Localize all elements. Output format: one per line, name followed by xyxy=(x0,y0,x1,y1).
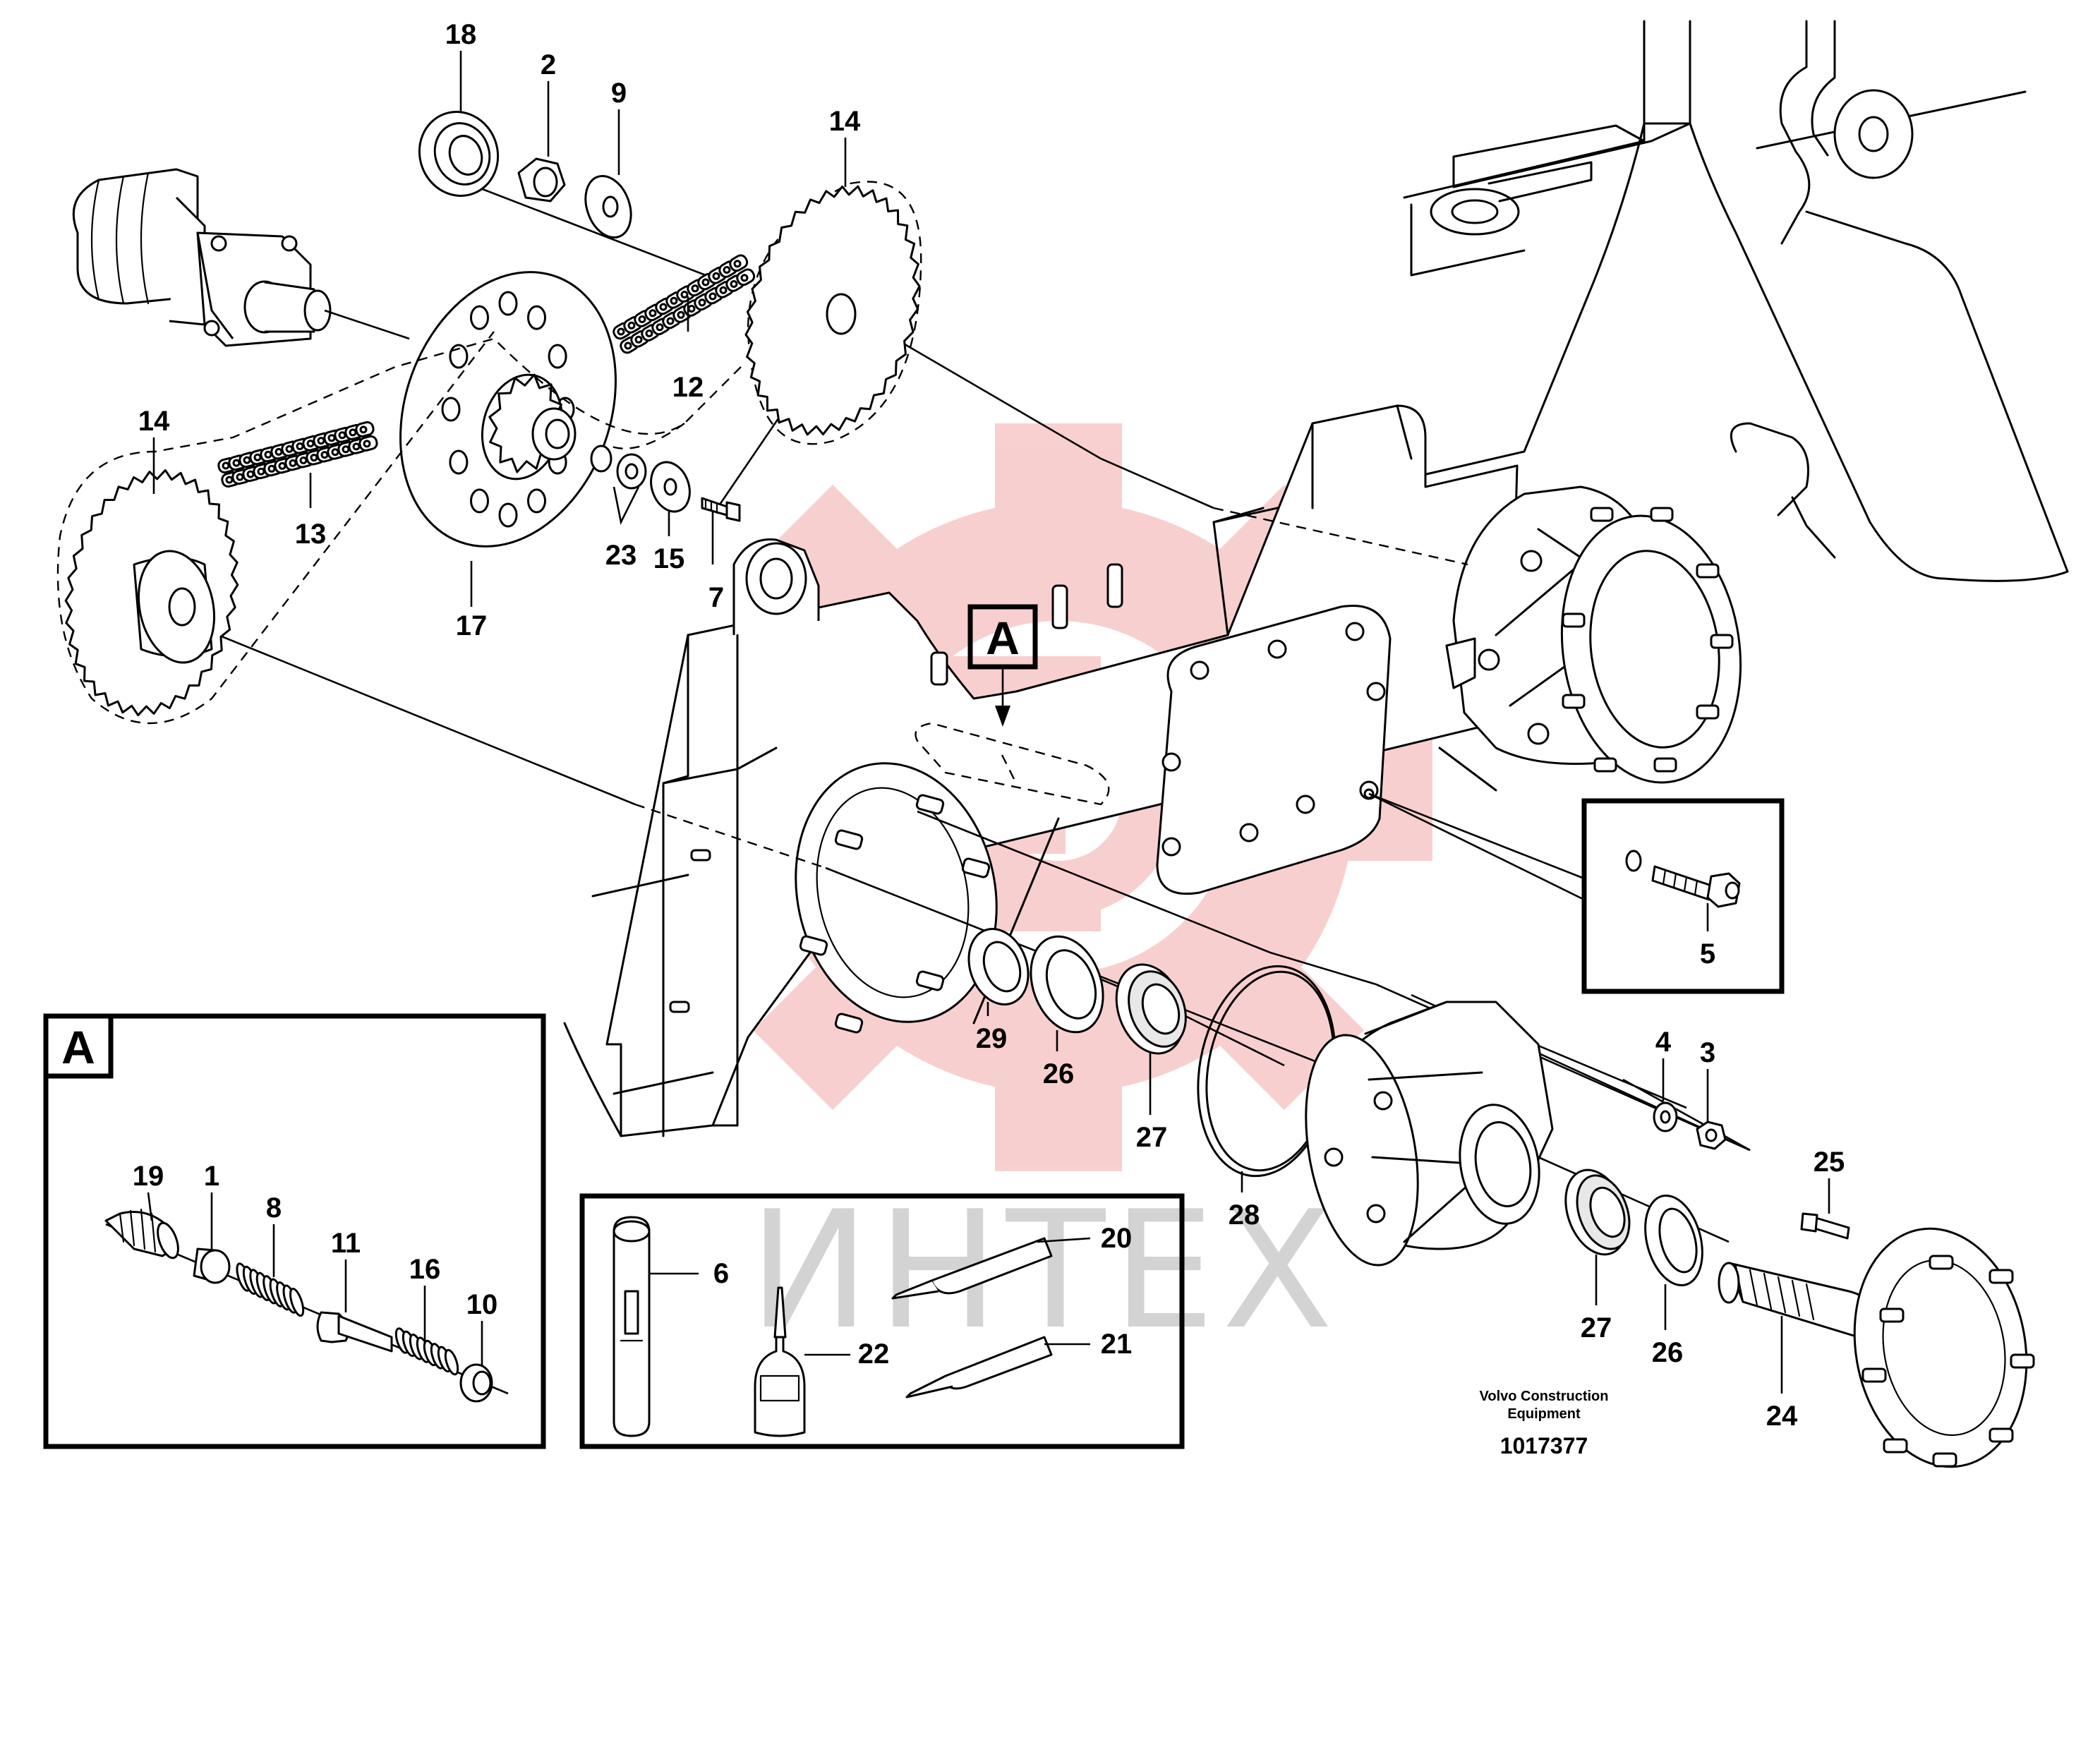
callout-leaders xyxy=(152,51,1830,1394)
callout-22: 22 xyxy=(858,1339,890,1370)
callout-27-left: 27 xyxy=(1136,1122,1168,1153)
callout-21: 21 xyxy=(1101,1329,1133,1360)
callout-23: 23 xyxy=(605,540,637,571)
callout-17: 17 xyxy=(456,610,488,641)
credit-line-2: Equipment xyxy=(1507,1406,1581,1422)
housing-studs xyxy=(669,794,991,1034)
callout-14-upper: 14 xyxy=(829,106,861,137)
detail-a-box-label: A xyxy=(61,1021,95,1073)
lubricants-box xyxy=(579,1193,1185,1449)
seal-18 xyxy=(418,111,500,197)
detail-a-callout-label: A xyxy=(986,612,1020,664)
bolt-25 xyxy=(1800,1212,1850,1240)
housing-lug xyxy=(732,538,820,635)
callout-4: 4 xyxy=(1655,1027,1672,1058)
inspection-cover xyxy=(1156,605,1392,895)
callout-29: 29 xyxy=(976,1023,1008,1054)
detail-5-box xyxy=(1368,792,1785,994)
callout-9: 9 xyxy=(611,78,627,109)
callout-5: 5 xyxy=(1700,938,1715,969)
chain-13 xyxy=(217,421,378,488)
dowel-pins xyxy=(930,563,1123,686)
callout-24: 24 xyxy=(1766,1401,1798,1432)
callout-7: 7 xyxy=(708,582,724,613)
machine-frame xyxy=(1212,20,2069,582)
callout-15: 15 xyxy=(653,543,685,574)
callout-28: 28 xyxy=(1229,1200,1260,1231)
callout-20: 20 xyxy=(1101,1223,1133,1254)
sprocket-14-upper xyxy=(744,181,922,445)
washer-9 xyxy=(584,174,632,239)
callout-14-lower: 14 xyxy=(138,406,170,437)
nut-3 xyxy=(1696,1120,1727,1150)
callout-19: 19 xyxy=(133,1161,164,1192)
callout-25: 25 xyxy=(1814,1147,1845,1178)
chain-envelope-lower xyxy=(56,331,742,725)
hidden-shaft xyxy=(915,722,1110,806)
washer-15 xyxy=(650,461,691,513)
ring-26-left xyxy=(1030,935,1104,1034)
callout-26-right: 26 xyxy=(1652,1337,1684,1368)
callout-3: 3 xyxy=(1700,1037,1715,1068)
spacers-23 xyxy=(590,445,647,490)
nut-2 xyxy=(517,157,566,203)
watermark-text: ИНТЕХ xyxy=(749,1177,1340,1365)
callout-10: 10 xyxy=(466,1289,498,1320)
axle-shaft-24 xyxy=(1718,1227,2035,1468)
bolt-7 xyxy=(701,497,741,522)
hydraulic-motor xyxy=(72,168,332,347)
ring-26-right xyxy=(1644,1194,1703,1287)
callout-13: 13 xyxy=(295,519,327,550)
detail-a-box: A xyxy=(43,1013,546,1449)
bearing-27-left xyxy=(1115,963,1187,1055)
callout-27-right: 27 xyxy=(1581,1312,1612,1343)
credit-line-1: Volvo Construction xyxy=(1480,1389,1609,1404)
callout-numbers: 18 2 9 14 14 12 13 23 15 7 17 5 4 3 29 2… xyxy=(133,19,1845,1432)
callout-6: 6 xyxy=(713,1258,729,1289)
callout-16: 16 xyxy=(409,1254,441,1285)
callout-1: 1 xyxy=(204,1161,219,1192)
callout-2: 2 xyxy=(541,49,556,80)
hub-housing-lower xyxy=(1305,1001,1554,1267)
callout-18: 18 xyxy=(445,19,477,50)
chain-12 xyxy=(612,254,756,354)
drive-plate-17 xyxy=(399,271,617,548)
housing-bore xyxy=(795,762,998,1023)
bearing-27-right xyxy=(1564,1168,1631,1256)
callout-8: 8 xyxy=(266,1192,282,1224)
seal-29 xyxy=(967,928,1030,1005)
final-drive-housing-upper xyxy=(1445,485,1742,784)
callout-26-left: 26 xyxy=(1043,1058,1075,1089)
callout-12: 12 xyxy=(672,372,704,403)
sprocket-14-lower xyxy=(64,469,239,717)
drawing-number: 1017377 xyxy=(1500,1433,1588,1458)
detail-a-callout: A xyxy=(967,604,1038,727)
washer-4 xyxy=(1653,1101,1678,1132)
callout-11: 11 xyxy=(331,1228,361,1259)
